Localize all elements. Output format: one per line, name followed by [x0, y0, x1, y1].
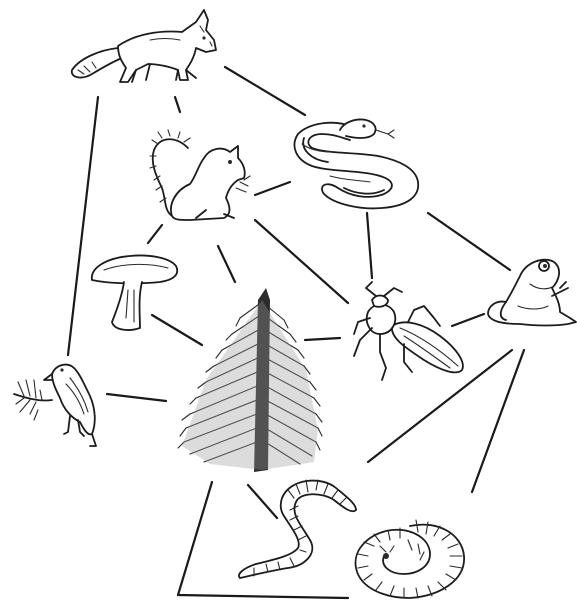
fox-icon — [72, 10, 216, 82]
link-beetle-frog — [452, 314, 484, 326]
link-snake-squirrel — [255, 182, 290, 195]
link-fox-bird — [68, 97, 98, 355]
millipede-icon — [355, 520, 464, 598]
link-squirrel-beetle — [255, 220, 348, 303]
link-spruce-millipede-left — [178, 482, 212, 595]
squirrel-icon — [150, 130, 250, 220]
link-spruce-earthworm — [248, 485, 277, 518]
link-spruce-beetle — [305, 338, 340, 340]
bird-icon — [14, 365, 96, 446]
beetle-icon — [354, 282, 463, 380]
link-squirrel-spruce — [218, 246, 235, 282]
link-fox-snake — [225, 67, 305, 115]
link-fox-squirrel — [175, 97, 180, 112]
snake-icon — [294, 119, 418, 208]
frog-icon — [488, 260, 576, 326]
link-mushroom-spruce — [152, 315, 202, 345]
link-spruce-bird — [107, 394, 166, 401]
spruce-tree-icon — [178, 288, 322, 472]
link-squirrel-mushroom — [148, 225, 162, 243]
link-frog-millipede — [472, 350, 524, 492]
mushroom-icon — [92, 255, 177, 330]
link-snake-beetle — [367, 213, 372, 278]
link-snake-frog — [428, 213, 510, 270]
link-spruce-millipede-bottom — [178, 595, 348, 598]
